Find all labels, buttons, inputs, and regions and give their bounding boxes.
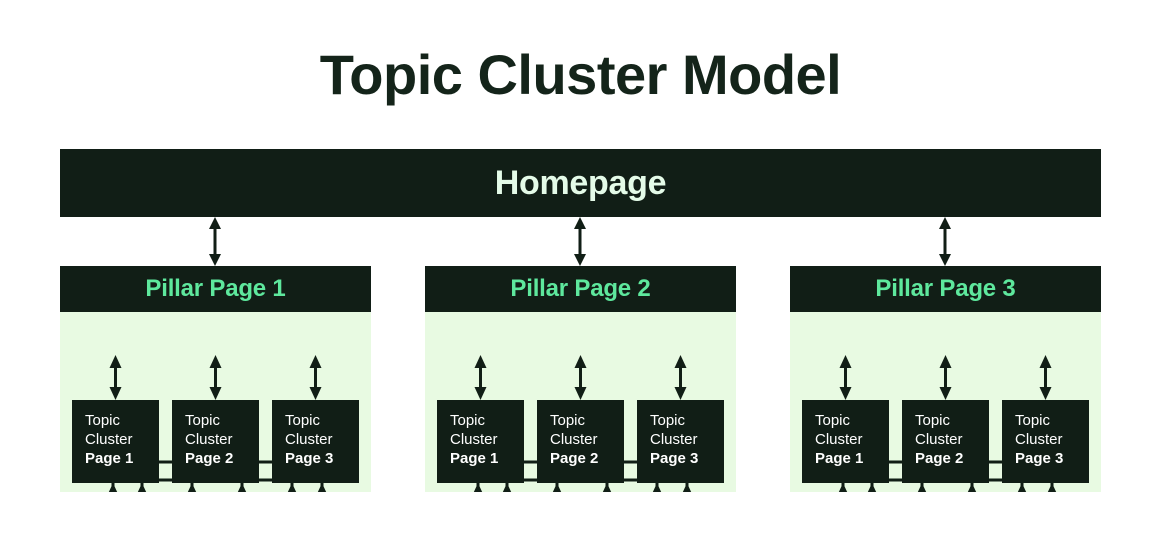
topic-cluster-node[interactable]: Topic Cluster Page 2 bbox=[902, 400, 989, 483]
topic-cluster-node[interactable]: Topic Cluster Page 3 bbox=[272, 400, 359, 483]
cluster-line-topic: Topic bbox=[550, 412, 586, 429]
cluster-line-cluster: Cluster bbox=[550, 431, 598, 448]
cluster-line-topic: Topic bbox=[285, 412, 321, 429]
cluster-panel-2: Topic Cluster Page 1 Topic Cluster Page … bbox=[425, 312, 736, 492]
topic-cluster-node[interactable]: Topic Cluster Page 3 bbox=[1002, 400, 1089, 483]
topic-cluster-node[interactable]: Topic Cluster Page 2 bbox=[537, 400, 624, 483]
homepage-label: Homepage bbox=[494, 163, 667, 202]
cluster-line-page: Page 3 bbox=[1015, 450, 1064, 467]
cluster-line-page: Page 1 bbox=[85, 450, 134, 467]
cluster-line-cluster: Cluster bbox=[815, 431, 863, 448]
cluster-line-cluster: Cluster bbox=[450, 431, 498, 448]
topic-cluster-node[interactable]: Topic Cluster Page 1 bbox=[72, 400, 159, 483]
pillar-group-1: Pillar Page 1 bbox=[60, 266, 371, 492]
topic-cluster-node[interactable]: Topic Cluster Page 1 bbox=[437, 400, 524, 483]
topic-cluster-node[interactable]: Topic Cluster Page 1 bbox=[802, 400, 889, 483]
homepage-node[interactable]: Homepage bbox=[60, 149, 1101, 217]
cluster-line-cluster: Cluster bbox=[185, 431, 233, 448]
cluster-line-page: Page 3 bbox=[285, 450, 334, 467]
pillar-page-label-3: Pillar Page 3 bbox=[875, 275, 1016, 302]
cluster-line-topic: Topic bbox=[85, 412, 121, 429]
cluster-line-cluster: Cluster bbox=[285, 431, 333, 448]
cluster-panel-1: Topic Cluster Page 1 Topic Cluster Page … bbox=[60, 312, 371, 492]
cluster-line-page: Page 2 bbox=[550, 450, 599, 467]
cluster-line-page: Page 2 bbox=[915, 450, 964, 467]
cluster-line-topic: Topic bbox=[185, 412, 221, 429]
cluster-line-topic: Topic bbox=[450, 412, 486, 429]
pillar-page-node-3[interactable]: Pillar Page 3 bbox=[790, 266, 1101, 312]
cluster-line-topic: Topic bbox=[815, 412, 851, 429]
cluster-line-cluster: Cluster bbox=[1015, 431, 1063, 448]
homepage-to-pillar-arrows bbox=[209, 217, 951, 266]
cluster-line-topic: Topic bbox=[1015, 412, 1051, 429]
pillar-page-label-2: Pillar Page 2 bbox=[510, 275, 651, 302]
cluster-line-page: Page 1 bbox=[815, 450, 864, 467]
cluster-line-page: Page 1 bbox=[450, 450, 499, 467]
pillar-group-2: Pillar Page 2 bbox=[425, 266, 736, 492]
pillar-group-3: Pillar Page 3 bbox=[790, 266, 1101, 492]
cluster-line-page: Page 3 bbox=[650, 450, 699, 467]
topic-cluster-node[interactable]: Topic Cluster Page 2 bbox=[172, 400, 259, 483]
cluster-line-cluster: Cluster bbox=[915, 431, 963, 448]
cluster-panel-3: Topic Cluster Page 1 Topic Cluster Page … bbox=[790, 312, 1101, 492]
cluster-line-topic: Topic bbox=[650, 412, 686, 429]
pillar-page-node-2[interactable]: Pillar Page 2 bbox=[425, 266, 736, 312]
cluster-line-cluster: Cluster bbox=[650, 431, 698, 448]
cluster-line-topic: Topic bbox=[915, 412, 951, 429]
pillar-page-node-1[interactable]: Pillar Page 1 bbox=[60, 266, 371, 312]
cluster-line-page: Page 2 bbox=[185, 450, 234, 467]
pillar-page-label-1: Pillar Page 1 bbox=[145, 275, 286, 302]
cluster-line-cluster: Cluster bbox=[85, 431, 133, 448]
topic-cluster-node[interactable]: Topic Cluster Page 3 bbox=[637, 400, 724, 483]
page-title: Topic Cluster Model bbox=[319, 43, 842, 106]
